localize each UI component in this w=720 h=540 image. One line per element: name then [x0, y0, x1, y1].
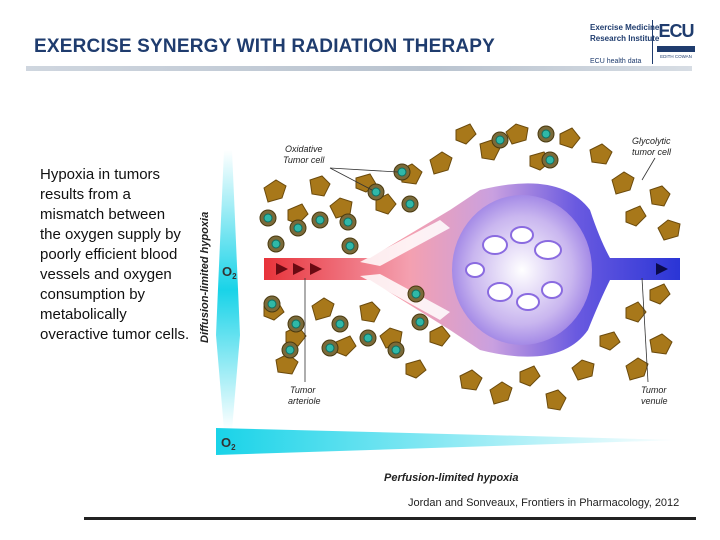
- o2-label-vertical: O2: [222, 264, 237, 281]
- footer-divider: [84, 517, 696, 520]
- diagram-labels: Oxidative Tumor cell Glycolytic tumor ce…: [283, 136, 673, 406]
- logo-subtitle: ECU health data: [590, 58, 642, 65]
- o2-label-bottom: O2: [221, 435, 236, 452]
- slide-title: EXERCISE SYNERGY WITH RADIATION THERAPY: [34, 36, 496, 57]
- perfusion-gradient-bar: [216, 428, 680, 455]
- hypoxia-explanation: Hypoxia in tumors results from a mismatc…: [40, 166, 190, 343]
- title-divider: [26, 66, 692, 71]
- glycolytic-tumor-cell-label: Glycolytic tumor cell: [632, 136, 673, 157]
- perfusion-limited-label: Perfusion-limited hypoxia: [384, 472, 518, 484]
- tumor-arteriole-label: Tumor arteriole: [288, 385, 321, 406]
- ecu-logo-mark: ECU EDITH COWAN: [657, 18, 695, 59]
- ecu-mark-bar: [657, 46, 695, 52]
- logo-separator: [652, 20, 653, 64]
- ecu-mark-text: ECU: [658, 21, 694, 41]
- tumor-venule-label: Tumor venule: [641, 385, 669, 406]
- logo-line-2: Research Institute: [590, 34, 660, 43]
- oxidative-tumor-cell-label: Oxidative Tumor cell: [283, 144, 325, 165]
- citation: Jordan and Sonveaux, Frontiers in Pharma…: [408, 497, 680, 509]
- institute-logo: Exercise Medicine Research Institute ECU…: [590, 18, 702, 68]
- blood-vessel: [264, 183, 680, 357]
- oxidative-tumor-cells: [259, 125, 559, 359]
- ecu-mark-subtitle: EDITH COWAN: [660, 54, 692, 59]
- diffusion-limited-label: Diffusion-limited hypoxia: [199, 212, 211, 343]
- logo-line-1: Exercise Medicine: [590, 23, 660, 32]
- logo-text: Exercise Medicine Research Institute: [590, 22, 659, 44]
- tumor-hypoxia-diagram: Diffusion-limited hypoxia O2 O2 Perfusio…: [199, 123, 681, 484]
- diffusion-gradient-bar: [216, 150, 240, 430]
- label-leader-lines: [304, 157, 656, 383]
